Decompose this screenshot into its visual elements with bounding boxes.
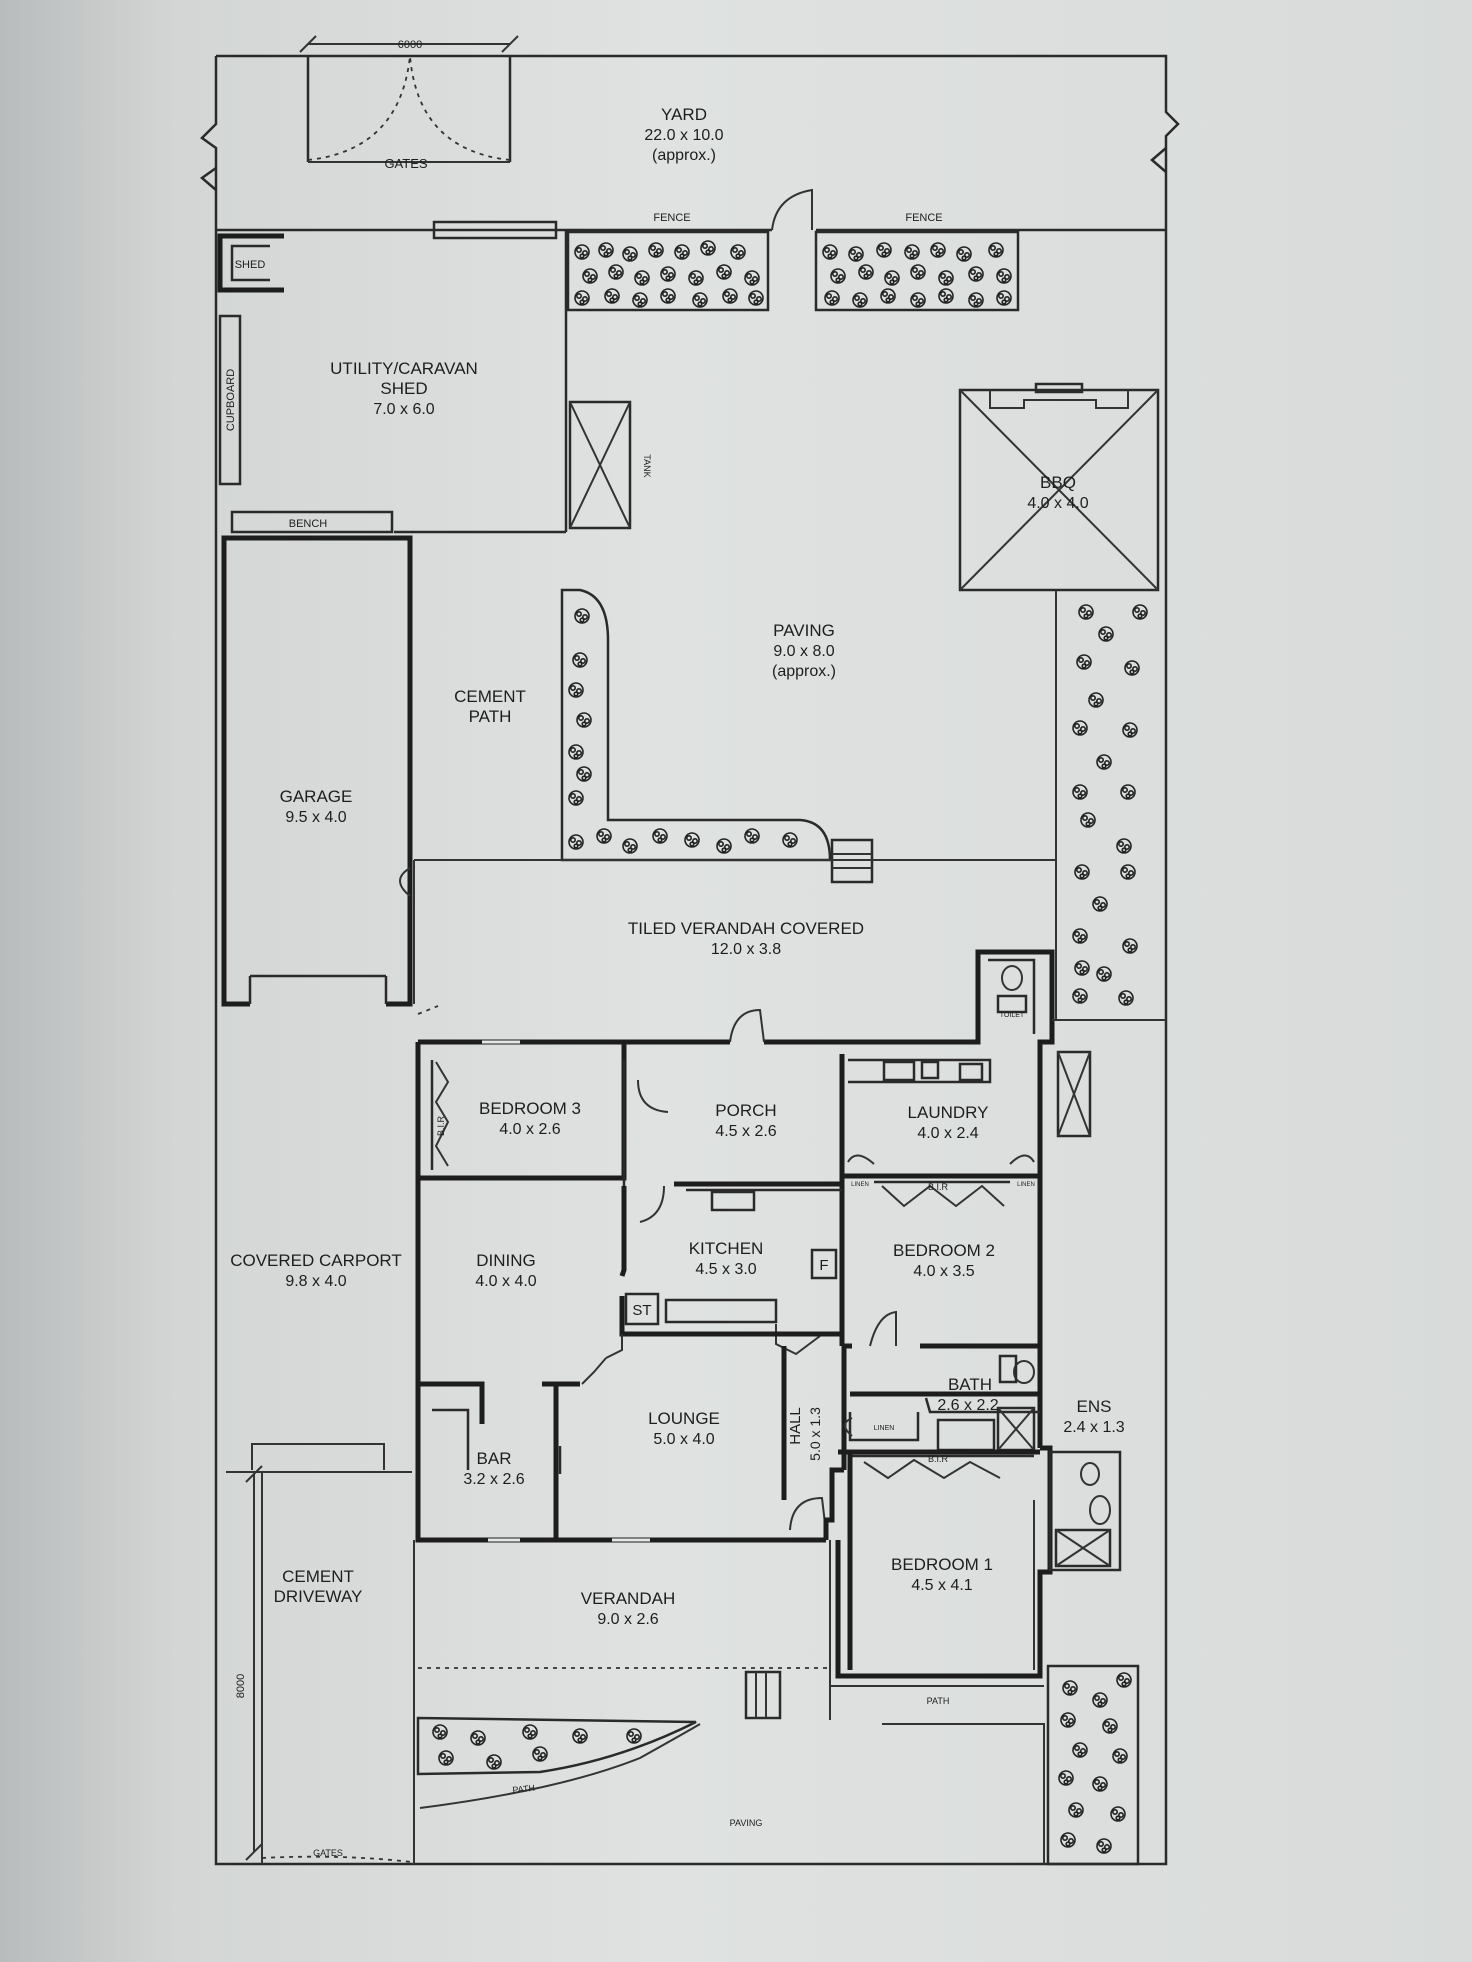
- cement-driveway-line2: DRIVEWAY: [274, 1587, 363, 1606]
- tiled-verandah-dims: 12.0 x 3.8: [711, 941, 781, 958]
- porch-dims: 4.5 x 2.6: [715, 1123, 776, 1140]
- dining-name: DINING: [476, 1251, 536, 1270]
- laundry-linen-right: LINEN: [1017, 1182, 1035, 1188]
- front-verandah: [418, 1540, 1045, 1864]
- bedroom2-name: BEDROOM 2: [893, 1241, 995, 1260]
- cement-path-line2: PATH: [469, 707, 512, 726]
- stove-label: ST: [632, 1302, 651, 1319]
- utility-name: UTILITY/CARAVAN: [330, 359, 478, 378]
- bedroom2-dims: 4.0 x 3.5: [913, 1263, 974, 1280]
- gate-width-label: 6000: [398, 39, 422, 51]
- covered-carport-dims: 9.8 x 4.0: [285, 1273, 346, 1290]
- bbq-dims: 4.0 x 4.0: [1027, 495, 1088, 512]
- ens-name: ENS: [1077, 1397, 1112, 1416]
- cement-driveway-line1: CEMENT: [282, 1567, 354, 1586]
- dining-dims: 4.0 x 4.0: [475, 1273, 536, 1290]
- garden-bed-top-left: [566, 230, 770, 312]
- gates-bottom-label: GATES: [313, 1848, 343, 1858]
- paving-main-note: (approx.): [772, 663, 836, 680]
- utility-shed: [394, 230, 568, 534]
- bedroom2-bir-label: B.I.R: [928, 1182, 949, 1192]
- bbq-name: BBQ: [1040, 473, 1076, 492]
- tiled-verandah: [413, 859, 1056, 1004]
- front-garden-bed: [416, 1716, 701, 1809]
- carport-driveway: [226, 1005, 439, 1864]
- verandah-name: VERANDAH: [581, 1589, 675, 1608]
- porch-name: PORCH: [715, 1101, 776, 1120]
- paving-label-bottom: PAVING: [730, 1818, 763, 1828]
- bedroom3-name: BEDROOM 3: [479, 1099, 581, 1118]
- utility-name-2: SHED: [380, 379, 427, 398]
- lounge-name: LOUNGE: [648, 1409, 720, 1428]
- garden-strip-right: [1055, 590, 1148, 1020]
- garage-name: GARAGE: [280, 787, 353, 806]
- tank-right: [1056, 1050, 1092, 1138]
- garage-dims: 9.5 x 4.0: [285, 809, 346, 826]
- yard-name: YARD: [661, 105, 707, 124]
- driveway-dimension: [245, 1465, 263, 1861]
- bedroom1-dims: 4.5 x 4.1: [911, 1577, 972, 1594]
- cement-path-line1: CEMENT: [454, 687, 526, 706]
- house: [415, 949, 1122, 1679]
- kitchen-name: KITCHEN: [689, 1239, 764, 1258]
- bbq: [958, 382, 1160, 592]
- site-boundary: [199, 54, 1180, 1866]
- paving-main-name: PAVING: [773, 621, 835, 640]
- shed-label: SHED: [235, 259, 266, 271]
- kitchen-dims: 4.5 x 3.0: [695, 1261, 756, 1278]
- laundry-linen-left: LINEN: [851, 1182, 869, 1188]
- bath-dims: 2.6 x 2.2: [937, 1397, 998, 1414]
- shrubs-top: [574, 240, 1012, 308]
- paving-main-dims: 9.0 x 8.0: [773, 643, 834, 660]
- gates-top-label: GATES: [384, 156, 427, 171]
- yard-dims: 22.0 x 10.0: [644, 127, 723, 144]
- cupboard-label: CUPBOARD: [225, 369, 237, 431]
- bedroom1-bir-label: B.I.R: [928, 1454, 949, 1464]
- yard-note: (approx.): [652, 147, 716, 164]
- garage: [221, 535, 413, 1007]
- bedroom3-bir-label: B.I.R: [436, 1116, 446, 1137]
- garden-bed-top-right: [814, 230, 1020, 312]
- laundry-name: LAUNDRY: [908, 1103, 989, 1122]
- bedroom3-dims: 4.0 x 2.6: [499, 1121, 560, 1138]
- fence-label-right: FENCE: [905, 212, 942, 224]
- fence-label-left: FENCE: [653, 212, 690, 224]
- toilet-label: TOILET: [1000, 1012, 1025, 1019]
- fridge-label: F: [819, 1257, 828, 1274]
- bedroom1-name: BEDROOM 1: [891, 1555, 993, 1574]
- bath-name: BATH: [948, 1375, 992, 1394]
- bench: [230, 510, 394, 534]
- hall-name: HALL: [787, 1407, 804, 1445]
- bath-linen-label: LINEN: [874, 1425, 895, 1432]
- utility-dims: 7.0 x 6.0: [373, 401, 434, 418]
- verandah-dims: 9.0 x 2.6: [597, 1611, 658, 1628]
- tank-top-label: TANK: [642, 454, 652, 477]
- bench-label: BENCH: [289, 518, 328, 530]
- driveway-width-label: 8000: [235, 1674, 247, 1698]
- hall-dims: 5.0 x 1.3: [807, 1407, 823, 1461]
- cupboard: [218, 314, 242, 486]
- shed: [217, 233, 284, 293]
- top-gates: [299, 35, 519, 163]
- bar-name: BAR: [477, 1449, 512, 1468]
- tiled-verandah-name: TILED VERANDAH COVERED: [628, 919, 864, 938]
- bar-dims: 3.2 x 2.6: [463, 1471, 524, 1488]
- garden-bed-l: [560, 588, 832, 862]
- fence-line: [216, 188, 1166, 240]
- path-label-left: PATH: [512, 1783, 536, 1795]
- path-label-right: PATH: [927, 1696, 950, 1706]
- ens-dims: 2.4 x 1.3: [1063, 1419, 1124, 1436]
- covered-carport-name: COVERED CARPORT: [230, 1251, 402, 1270]
- front-right-bed: [1046, 1664, 1140, 1866]
- tank-top: [568, 400, 632, 530]
- lounge-dims: 5.0 x 4.0: [653, 1431, 714, 1448]
- laundry-dims: 4.0 x 2.4: [917, 1125, 978, 1142]
